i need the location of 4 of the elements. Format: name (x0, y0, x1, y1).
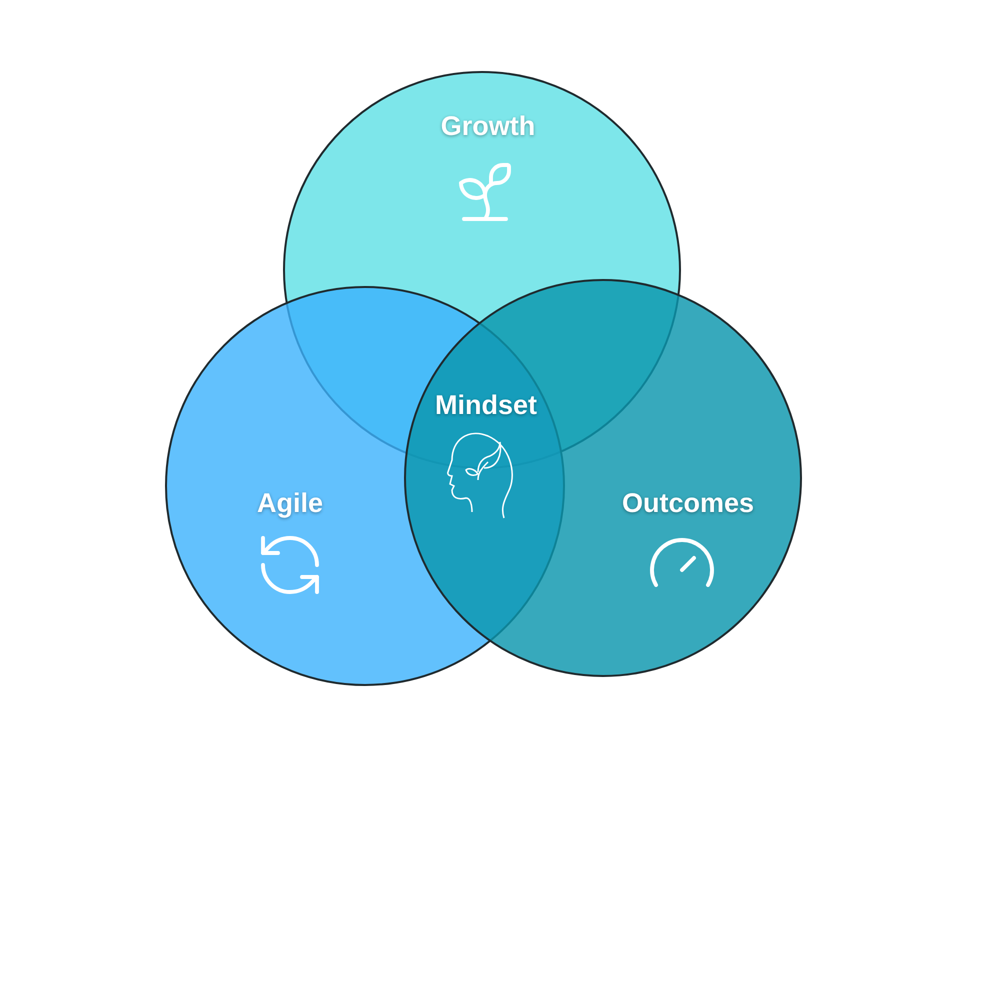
center-label: Mindset (435, 388, 537, 422)
circle-title: Growth (440, 110, 536, 143)
circle-title: Agile (257, 486, 323, 520)
circle-title: Outcomes (622, 486, 754, 520)
